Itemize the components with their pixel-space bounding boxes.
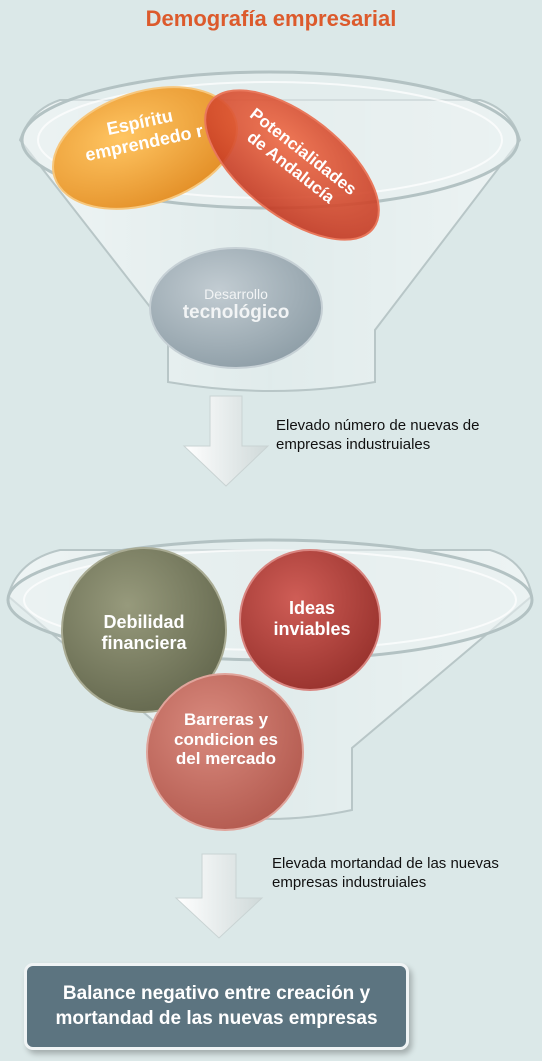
arrow-down-2 (174, 853, 264, 939)
funnel-top (18, 70, 522, 392)
label-ideas: Ideas inviables (273, 598, 351, 639)
label-barreras: Barreras y condicion es del mercado (174, 710, 278, 769)
label-desarrollo-bold: tecnológico (182, 302, 290, 324)
step2-text: Elevada mortandad de las nuevas empresas… (272, 855, 499, 891)
funnel-bottom-item-ideas (239, 549, 381, 691)
step1-text: Elevado número de nuevas de empresas ind… (276, 417, 480, 453)
label-debilidad: Debilidad financiera (101, 612, 187, 653)
funnel-top-item-desarrollo (149, 247, 323, 369)
result-box: Balance negativo entre creación y mortan… (24, 963, 409, 1050)
label-desarrollo-small: Desarrollo (204, 286, 268, 302)
funnel-bottom-item-barreras (146, 673, 304, 831)
funnel-top-item-potencialidades (204, 89, 380, 241)
result-text: Balance negativo entre creación y mortan… (55, 982, 378, 1029)
funnel-bottom (6, 538, 534, 831)
arrow-down-1 (182, 395, 270, 487)
label-desarrollo: Desarrollo tecnológico (166, 286, 306, 324)
funnel-bottom-item-debilidad (61, 547, 227, 713)
diagram-title: Demografía empresarial (145, 6, 397, 31)
